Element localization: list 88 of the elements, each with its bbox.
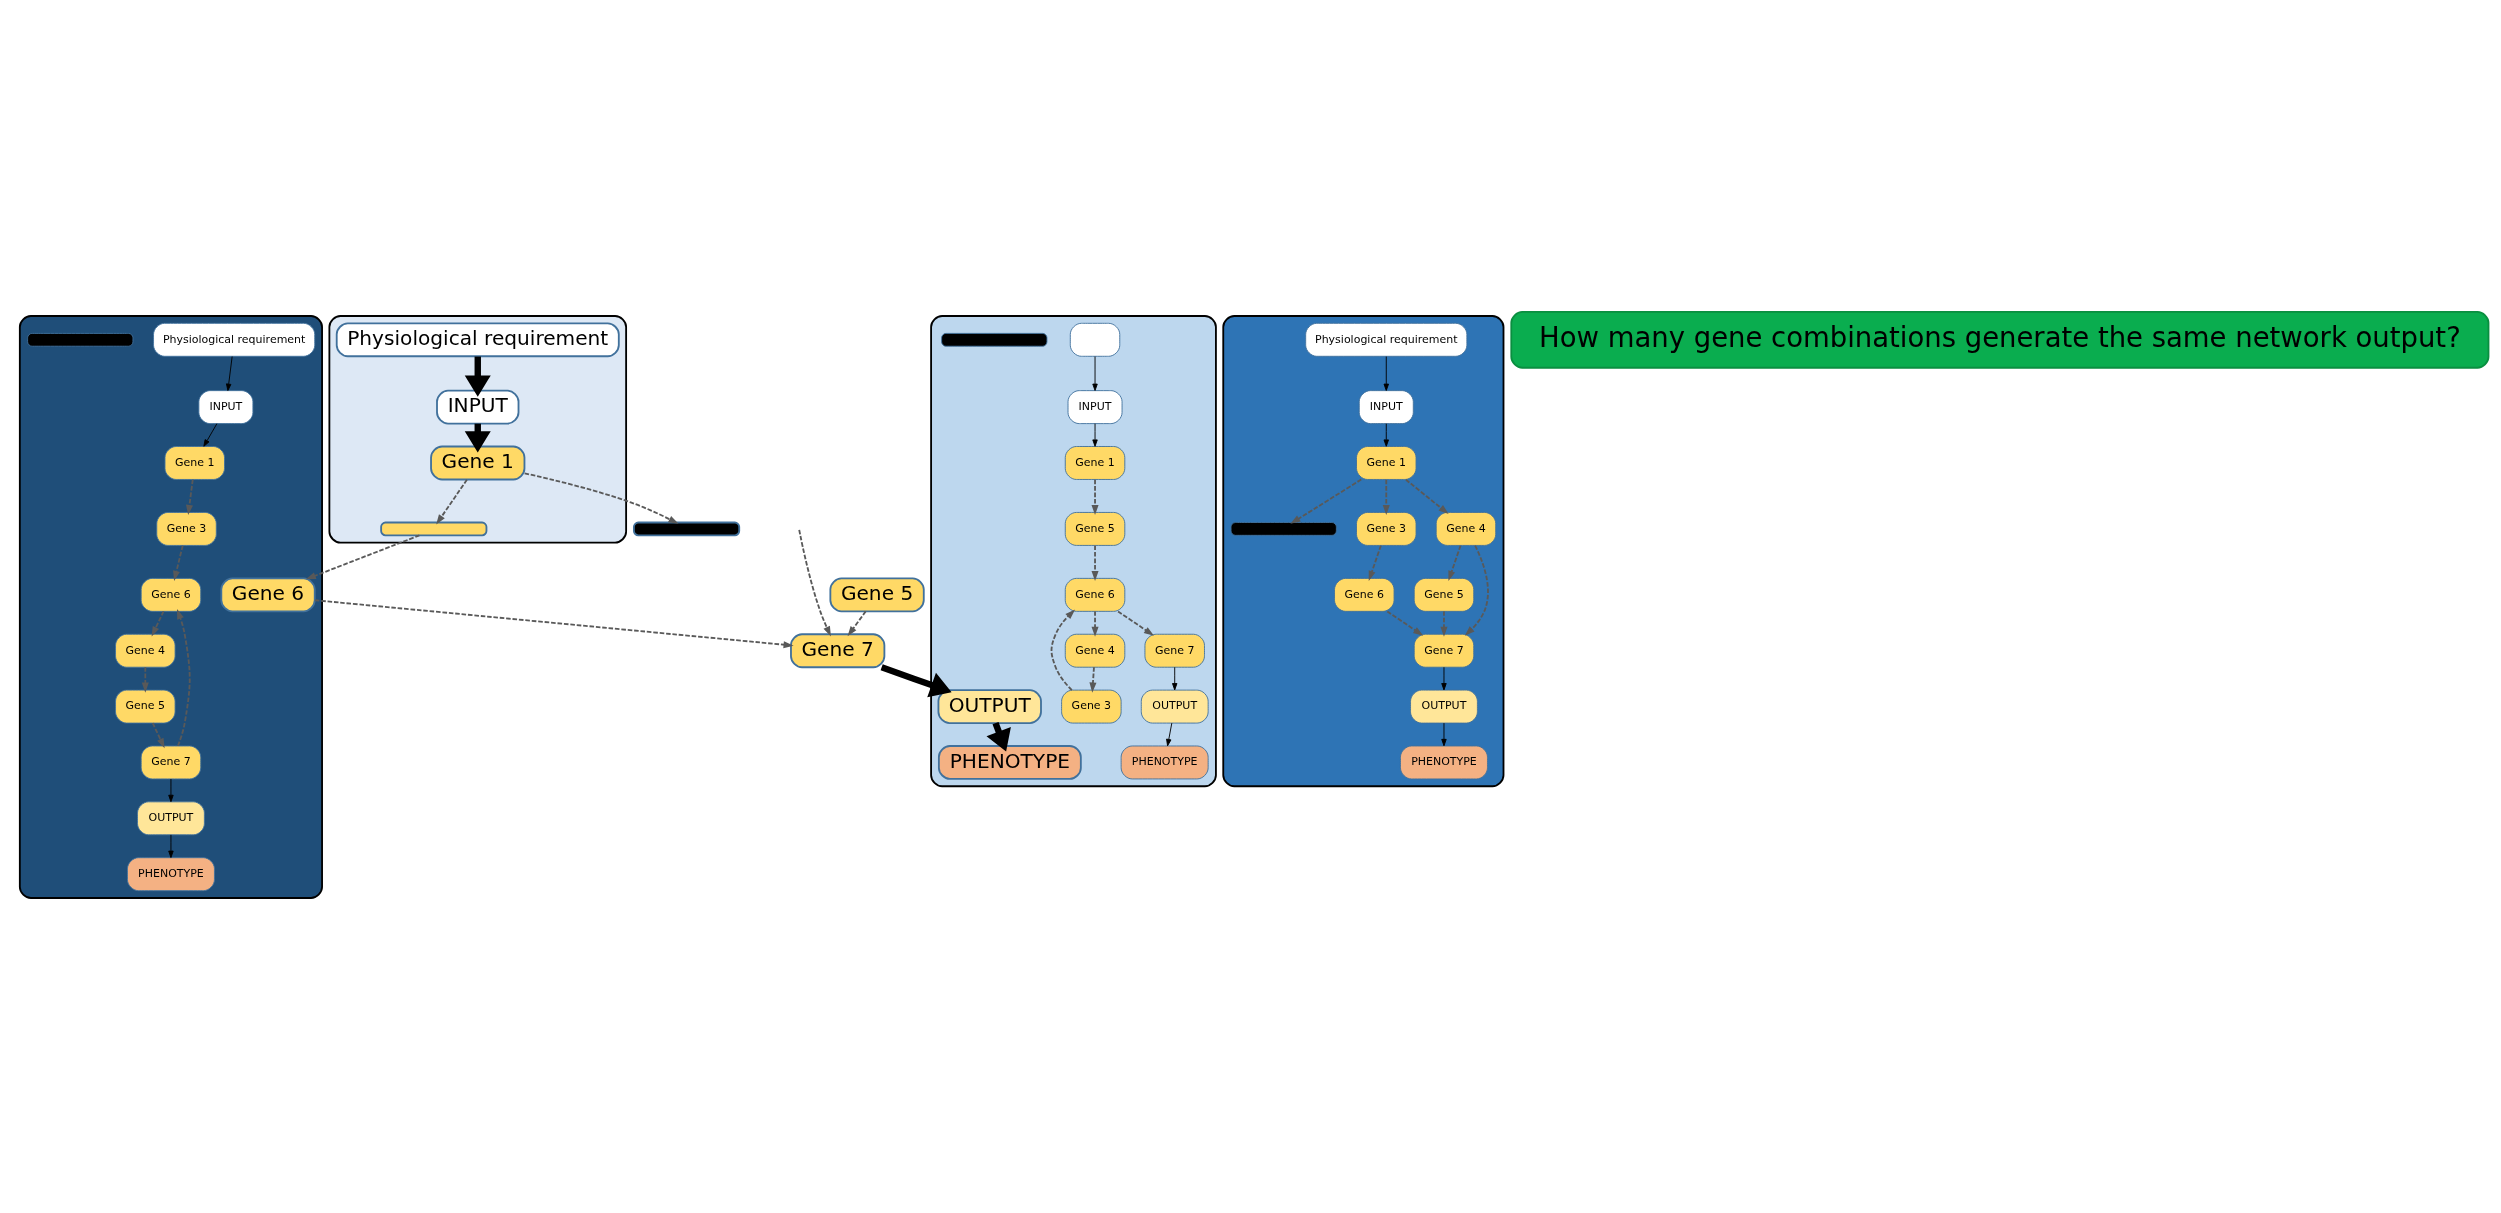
node-box: Physiological requirement [153, 322, 316, 357]
arrow [1441, 722, 1447, 746]
node-box: OUTPUT [1410, 689, 1478, 724]
arrow [185, 478, 194, 515]
arrow [1368, 544, 1382, 581]
cluster [930, 314, 1217, 787]
arrow [173, 544, 184, 581]
arrow [1172, 666, 1178, 690]
node-box: Gene 5 [1064, 511, 1126, 546]
node-box: Gene 7 [1413, 633, 1475, 668]
node-box: Gene 6 [1334, 577, 1395, 612]
node-box: How many gene combinations generate the same network output? [1510, 310, 2490, 369]
node-box [1069, 322, 1121, 357]
node-box: Gene 4 [1064, 633, 1126, 668]
arrow [1117, 610, 1154, 636]
arrow [523, 471, 679, 524]
node-box: Gene 3 [1061, 689, 1122, 724]
node-box: INPUT [436, 389, 520, 424]
arrow [168, 833, 174, 858]
node-box: Gene 3 [1356, 511, 1417, 546]
arrow [1386, 610, 1424, 636]
node-box: Gene 6 [220, 576, 316, 612]
node-box: Gene 1 [430, 445, 526, 480]
arrow [203, 422, 218, 447]
node-box: Physiological requirement [335, 321, 620, 357]
arrow [313, 598, 794, 648]
node-box: INPUT [1067, 389, 1123, 424]
arrow [1448, 544, 1462, 581]
node-box: Gene 1 [1064, 445, 1126, 480]
cluster [328, 314, 628, 544]
arrow [168, 778, 174, 802]
node-bar [1230, 521, 1337, 536]
node-box: Gene 5 [829, 576, 925, 612]
arrow [1091, 478, 1099, 515]
arrow [1089, 665, 1097, 693]
arrow [305, 534, 421, 579]
node-box: Gene 4 [1435, 511, 1497, 546]
arrow [1382, 478, 1390, 515]
arrow [464, 356, 491, 397]
node-bar [27, 332, 134, 347]
node-bar [633, 521, 741, 536]
arrow [1464, 544, 1489, 636]
node-box: OUTPUT [937, 688, 1042, 724]
arrow [1092, 422, 1098, 447]
arrow [1383, 355, 1389, 391]
arrow [1440, 610, 1448, 637]
arrow [1290, 478, 1363, 524]
node-box: Gene 7 [140, 745, 202, 779]
cluster [18, 314, 323, 899]
node-box: PHENOTYPE [1120, 745, 1209, 779]
cluster [1222, 314, 1505, 787]
arrow [1091, 544, 1099, 581]
arrow [880, 663, 952, 697]
node-box: Gene 5 [115, 689, 176, 724]
arrow [1050, 609, 1076, 691]
arrow [798, 528, 831, 636]
node-box: Gene 1 [164, 445, 225, 480]
node-box: Physiological requirement [1305, 322, 1468, 357]
arrow [1091, 610, 1099, 637]
node-box: INPUT [1358, 389, 1414, 424]
node-bar [380, 521, 488, 536]
node-box: Gene 4 [115, 633, 176, 668]
arrow [1383, 422, 1389, 447]
node-box: Gene 1 [1356, 445, 1417, 480]
node-box: OUTPUT [1140, 689, 1209, 724]
node-box: PHENOTYPE [127, 856, 215, 891]
node-box: PHENOTYPE [1400, 745, 1488, 779]
arrow [141, 665, 149, 693]
node-bar [941, 332, 1048, 347]
arrow [1441, 666, 1447, 690]
node-box: Gene 7 [790, 632, 886, 668]
arrow [1166, 722, 1173, 746]
arrow [847, 610, 867, 636]
arrow [1405, 478, 1449, 514]
node-box: OUTPUT [137, 800, 205, 835]
node-box: Gene 6 [140, 577, 202, 612]
arrow [151, 610, 165, 637]
node-box: Gene 7 [1144, 633, 1205, 668]
node-box: Gene 5 [1413, 577, 1475, 612]
arrow [151, 721, 165, 748]
node-box: INPUT [198, 389, 254, 424]
node-box: PHENOTYPE [937, 744, 1082, 780]
arrow [436, 478, 468, 525]
arrow [1092, 355, 1098, 391]
node-box: Gene 6 [1064, 577, 1126, 612]
node-box: Gene 3 [156, 511, 217, 546]
arrow [177, 608, 191, 747]
arrow [226, 355, 233, 391]
